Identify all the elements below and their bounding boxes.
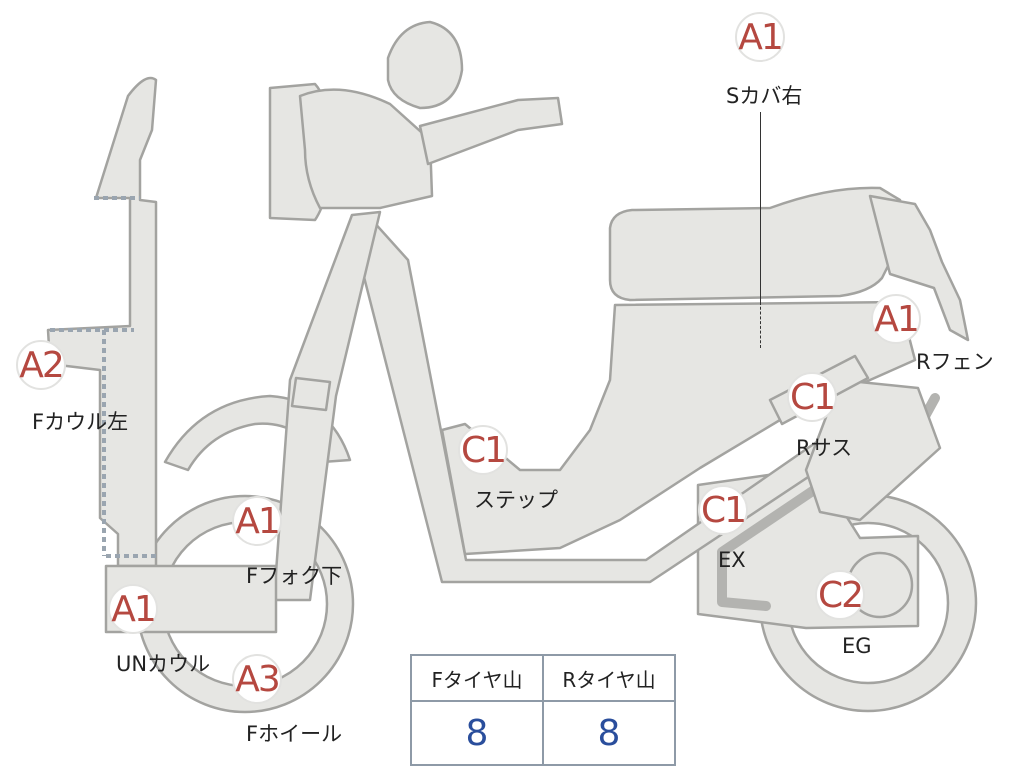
grade-badge: C1 <box>787 372 837 422</box>
part-label: Rフェン <box>916 350 994 374</box>
rear-tire-tread-value: 8 <box>542 700 676 766</box>
part-label: UNカウル <box>116 652 211 676</box>
part-label: ステップ <box>474 488 558 512</box>
grade-badge: A2 <box>16 340 66 390</box>
grade-badge: C1 <box>698 485 748 535</box>
part-label: Fフォク下 <box>246 564 343 588</box>
part-label: Fカウル左 <box>32 410 129 434</box>
part-label: EG <box>842 634 872 658</box>
part-label: Fホイール <box>246 722 343 746</box>
handlebar <box>418 96 564 166</box>
grade-badge: A1 <box>871 294 921 344</box>
tail-cowl <box>868 194 970 342</box>
fork-collar <box>290 376 332 412</box>
grade-badge: A1 <box>735 12 785 62</box>
front-tire-tread-header: Fタイヤ山 <box>410 654 544 702</box>
mirror <box>386 20 464 110</box>
part-label: Sカバ右 <box>726 84 803 108</box>
seat <box>608 186 907 302</box>
leader-s-cover-right <box>760 112 761 302</box>
front-cowl-panel <box>46 76 158 568</box>
grade-badge: A3 <box>232 654 282 704</box>
handlebar-cover <box>298 88 434 210</box>
part-label: EX <box>718 548 746 572</box>
leader-s-cover-right-tip <box>760 302 761 348</box>
grade-badge: C2 <box>815 570 865 620</box>
rear-shock <box>804 378 942 522</box>
grade-badge: A1 <box>232 496 282 546</box>
front-tire-tread-value: 8 <box>410 700 544 766</box>
tire-tread-value-row: 8 8 <box>410 700 676 766</box>
body-center <box>440 300 917 556</box>
grade-badge: A1 <box>108 584 158 634</box>
cowl-fold-lines <box>50 196 158 558</box>
rear-tire-tread-header: Rタイヤ山 <box>542 654 676 702</box>
part-label: Rサス <box>796 436 853 460</box>
grade-badge: C1 <box>458 425 508 475</box>
tire-tread-table: Fタイヤ山 Rタイヤ山 8 8 <box>410 654 676 766</box>
frame-tube <box>350 218 878 584</box>
tire-tread-header-row: Fタイヤ山 Rタイヤ山 <box>410 654 676 702</box>
